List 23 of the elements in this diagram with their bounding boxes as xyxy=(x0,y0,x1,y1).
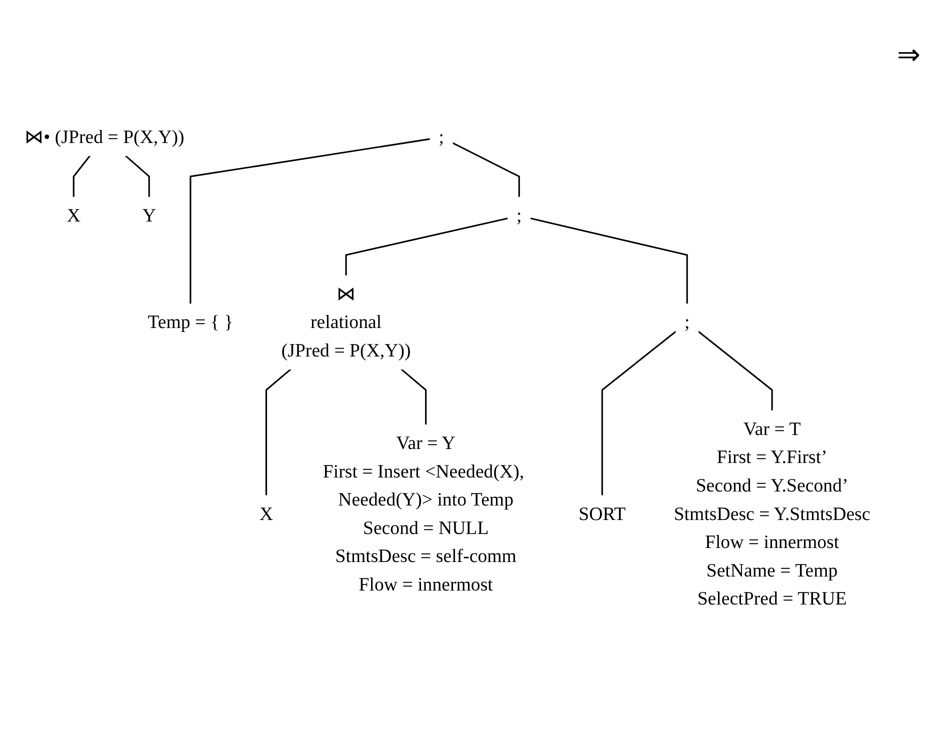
node-text: ⋈• (JPred = P(X,Y)) xyxy=(24,126,184,148)
connector xyxy=(698,330,773,411)
connector xyxy=(190,138,430,304)
node-text: ; xyxy=(516,204,522,226)
node-text: ; xyxy=(438,126,444,148)
implies-symbol: ⇒ xyxy=(897,39,920,72)
node-text: Var = Y First = Insert <Needed(X), Needed(Y)> into Temp Second = NULL StmtsDesc = self-comm Flow = innermost xyxy=(322,432,524,595)
connector xyxy=(400,368,427,426)
connector xyxy=(601,330,677,496)
node-text: Y xyxy=(142,204,156,226)
node-text: ⋈ relational (JPred = P(X,Y)) xyxy=(281,283,411,361)
node-text: Var = T First = Y.First’ Second = Y.Second’ StmtsDesc = Y.StmtsDesc Flow = innermost SetName = Temp SelectPred = TRUE xyxy=(674,418,870,609)
connector xyxy=(265,368,292,496)
node-text: ; xyxy=(684,311,690,332)
connector xyxy=(452,142,520,198)
node-text: SORT xyxy=(578,503,626,524)
node-text: X xyxy=(66,204,80,226)
connector xyxy=(345,217,508,276)
connector xyxy=(124,154,150,198)
connector xyxy=(530,218,688,304)
connector xyxy=(72,155,91,198)
node-text: X xyxy=(259,503,274,524)
node-text: Temp = { } xyxy=(148,311,234,332)
